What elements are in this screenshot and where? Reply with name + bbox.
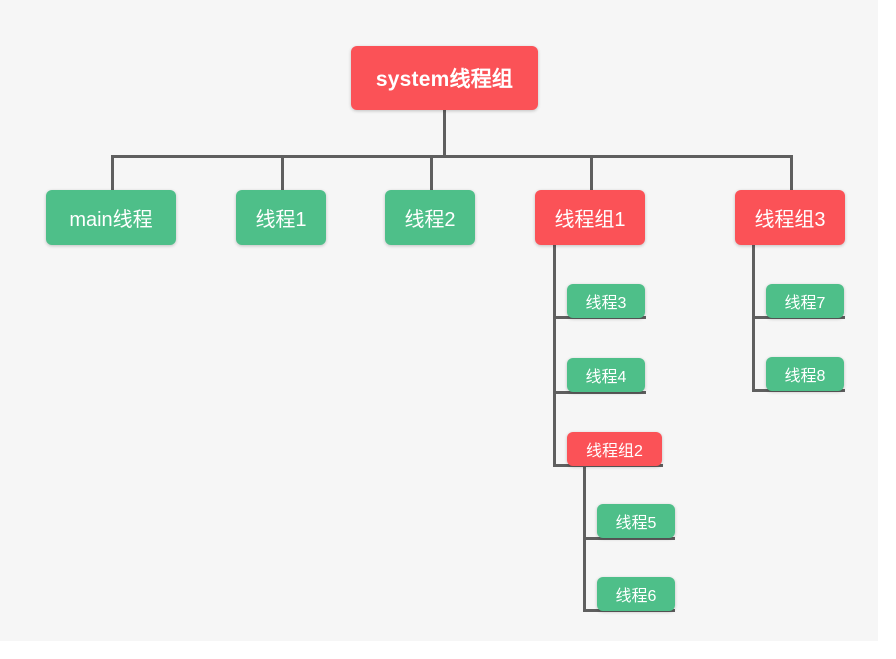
node-thread8[interactable]: 线程8 [766, 357, 844, 391]
node-thread6[interactable]: 线程6 [597, 577, 675, 611]
connector-drop-thread2 [430, 155, 433, 190]
node-thread7[interactable]: 线程7 [766, 284, 844, 318]
connector-group2-to-thread5 [583, 537, 675, 540]
connector-drop-thread1 [281, 155, 284, 190]
node-thread-group1[interactable]: 线程组1 [535, 190, 645, 245]
node-thread3[interactable]: 线程3 [567, 284, 645, 318]
node-thread2[interactable]: 线程2 [385, 190, 475, 245]
connector-group1-to-thread4 [553, 391, 646, 394]
connector-group1-stem [553, 244, 556, 466]
connector-drop-group1 [590, 155, 593, 190]
node-thread1[interactable]: 线程1 [236, 190, 326, 245]
node-thread4[interactable]: 线程4 [567, 358, 645, 392]
node-thread5[interactable]: 线程5 [597, 504, 675, 538]
diagram-canvas: system线程组 main线程 线程1 线程2 线程组1 线程组3 线程3 线… [46, 46, 845, 612]
node-thread-group3[interactable]: 线程组3 [735, 190, 845, 245]
node-system-thread-group[interactable]: system线程组 [351, 46, 538, 110]
node-main-thread[interactable]: main线程 [46, 190, 176, 245]
connector-level1-bus [111, 155, 793, 158]
connector-drop-main-thread [111, 155, 114, 190]
connector-root-stem [443, 110, 446, 155]
node-thread-group2[interactable]: 线程组2 [567, 432, 662, 466]
connector-drop-group3 [790, 155, 793, 190]
